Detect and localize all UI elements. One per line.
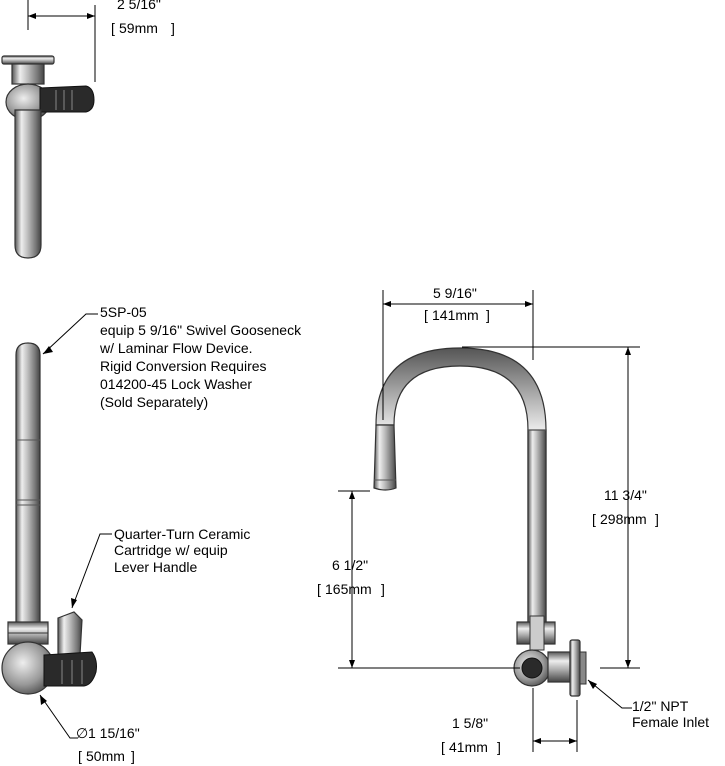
overall-height-imperial: 11 3/4" [604,487,647,503]
reach-metric-close: ] [486,307,490,323]
reach-dimension [382,290,534,420]
front-spout-tip [373,424,397,491]
top-width-metric: 59mm [119,20,158,36]
front-view: 5 9/16" [ 141mm ] 11 3/4" [ 298mm ] 6 1/… [317,285,709,755]
front-gooseneck-tube [375,347,547,626]
side-lever-base [43,651,97,687]
top-width-metric-close: ] [171,20,175,36]
cartridge-leader-arrow [71,598,77,608]
gooseneck-callout-line-3: w/ Laminar Flow Device. [99,340,253,356]
cartridge-callout-line-2: Cartridge w/ equip [114,542,228,558]
inlet-leader [587,679,632,709]
front-riser-tube [527,429,547,626]
cartridge-leader [71,533,112,609]
top-lever-handle [39,85,95,113]
front-inlet-thread [579,651,587,685]
spout-height-metric: 165mm [325,581,372,597]
gooseneck-callout-line-5: 014200-45 Lock Washer [100,376,252,392]
gooseneck-callout-line-6: (Sold Separately) [100,394,208,410]
overall-height-metric-close: ] [655,511,659,527]
diameter-metric: 50mm [86,748,125,764]
cartridge-callout-line-3: Lever Handle [114,559,197,575]
diameter-metric-open: [ [78,748,82,764]
spout-height-metric-close: ] [381,581,385,597]
spout-height-dimension [338,490,520,669]
gooseneck-leader [42,313,98,355]
top-lever-grip [55,90,73,110]
diameter-imperial: 1 15/16" [88,725,140,741]
offset-metric: 41mm [449,739,488,755]
inlet-callout-line-1: 1/2" NPT [632,698,689,714]
spout-height-imperial: 6 1/2" [332,557,368,573]
offset-imperial: 1 5/8" [452,715,488,731]
top-width-imperial: 2 5/16" [117,0,161,12]
reach-metric: 141mm [432,307,479,323]
inlet-callout-line-2: Female Inlet [632,714,709,730]
side-lever-grip [61,660,83,684]
side-gooseneck-tube [15,342,41,626]
top-flange-plate [1,55,55,65]
top-width-metric-open: [ [111,20,115,36]
front-flange [569,639,581,697]
gooseneck-leader-arrow [43,346,53,354]
top-spout-pipe [14,109,42,259]
diameter-symbol: ∅ [76,725,88,741]
side-view: ∅ 1 15/16" [ 50mm ] 5SP-05 equip 5 9/16"… [1,304,302,764]
overall-height-metric: 298mm [600,511,647,527]
front-cartridge-cap [521,657,543,679]
offset-metric-close: ] [497,739,501,755]
front-elbow [547,651,571,683]
gooseneck-callout-line-4: Rigid Conversion Requires [100,358,267,374]
cartridge-callout-line-1: Quarter-Turn Ceramic [114,526,250,542]
diameter-metric-close: ] [131,748,135,764]
reach-metric-open: [ [424,307,428,323]
side-lever-blade [57,611,83,656]
top-flange-neck [11,63,45,85]
offset-dimension [532,688,578,752]
overall-height-metric-open: [ [592,511,596,527]
top-view: 2 5/16" [ 59mm ] [1,0,175,259]
top-width-dimension [27,0,96,82]
gooseneck-callout-line-1: 5SP-05 [100,304,147,320]
offset-metric-open: [ [441,739,445,755]
diameter-leader-arrow [40,695,47,705]
diameter-leader [39,694,78,739]
front-nut-stem [529,615,545,651]
gooseneck-callout-line-2: equip 5 9/16" Swivel Gooseneck [100,322,302,338]
inlet-leader-arrow [588,680,597,689]
reach-imperial: 5 9/16" [433,285,477,301]
overall-height-dimension [462,346,640,669]
spout-height-metric-open: [ [317,581,321,597]
